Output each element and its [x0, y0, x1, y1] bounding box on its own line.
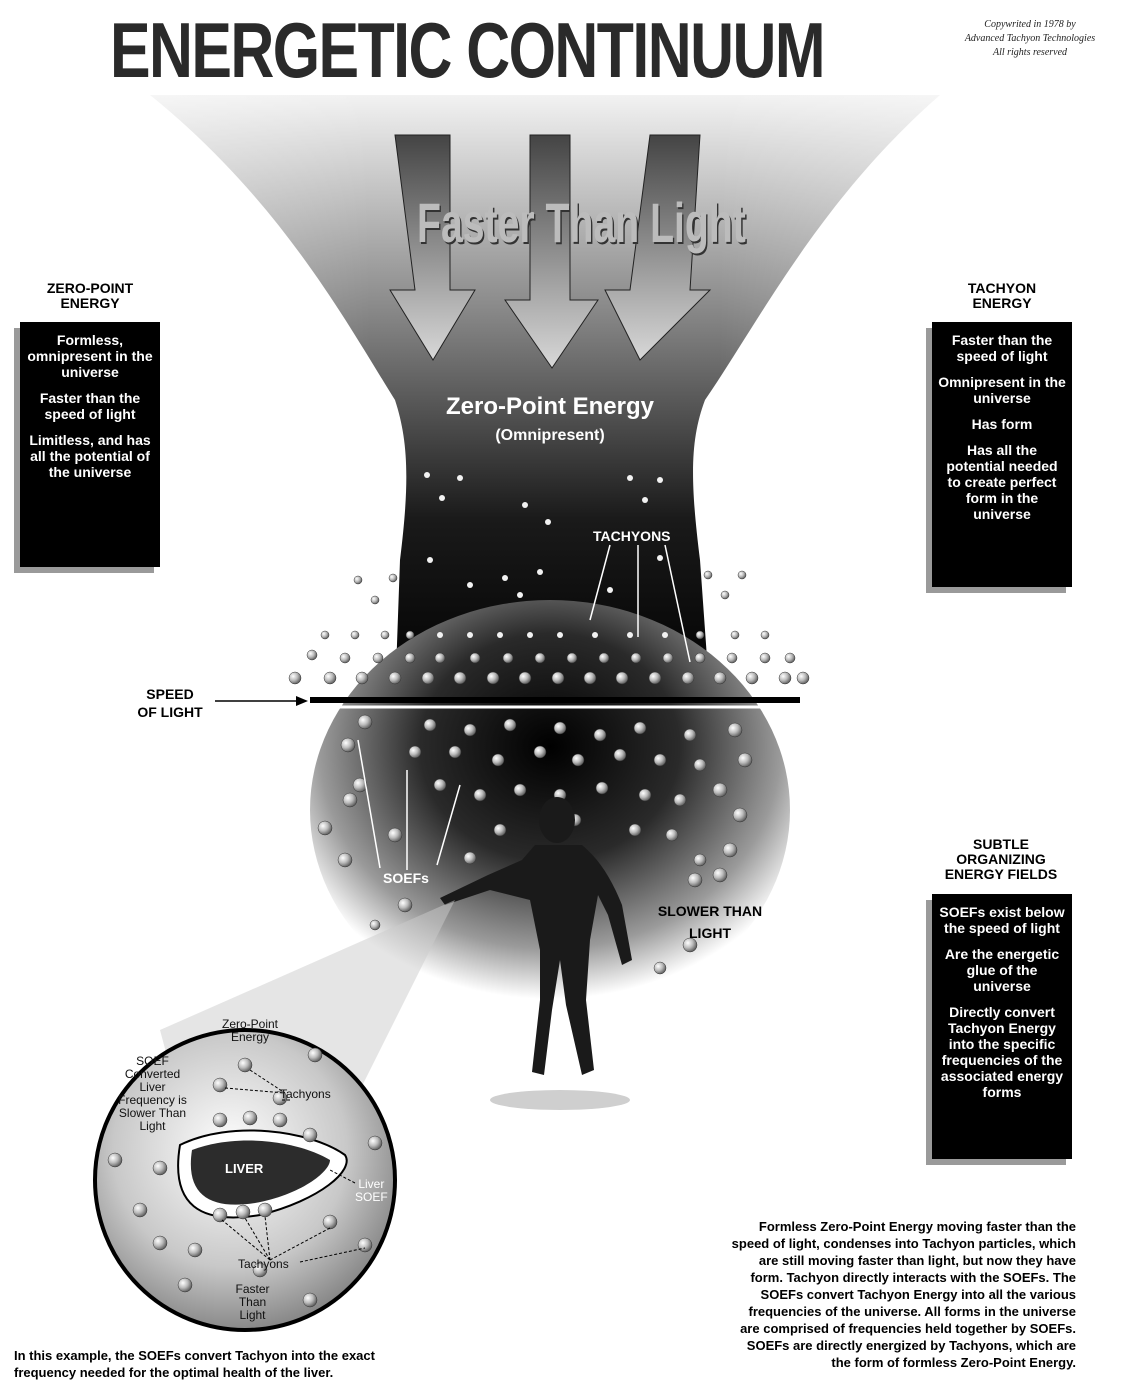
soef-heading: SUBTLE ORGANIZING ENERGY FIELDS: [926, 837, 1076, 882]
caption-line: frequency needed for the optimal health …: [14, 1364, 574, 1381]
circle-tachyons-top-label: Tachyons: [280, 1088, 331, 1101]
copyright-notice: Copywrited in 1978 by Advanced Tachyon T…: [925, 18, 1135, 60]
caption-line: SOEFs are directly energized by Tachyons…: [600, 1337, 1076, 1354]
label-line: OF LIGHT: [120, 703, 220, 721]
heading-line: TACHYON: [932, 281, 1072, 296]
copyright-line: Advanced Tachyon Technologies: [925, 32, 1135, 46]
caption-line: Formless Zero-Point Energy moving faster…: [600, 1218, 1076, 1235]
panel-paragraph: Directly convert Tachyon Energy into the…: [938, 1004, 1066, 1100]
caption-line: speed of light, condenses into Tachyon p…: [600, 1235, 1076, 1252]
caption-line: the form of formless Zero-Point Energy.: [600, 1354, 1076, 1371]
heading-line: SUBTLE: [926, 837, 1076, 852]
slower-than-light-label: SLOWER THAN LIGHT: [640, 900, 780, 944]
soef-converted-label: SOEF Converted Liver Frequency is Slower…: [105, 1055, 200, 1133]
soefs-label: SOEFs: [383, 870, 429, 886]
heading-line: ENERGY: [20, 296, 160, 311]
circle-zpe-label: Zero-Point Energy: [200, 1018, 300, 1044]
caption-line: are comprised of frequencies held togeth…: [600, 1320, 1076, 1337]
panel-paragraph: Omnipresent in the universe: [938, 374, 1066, 406]
panel-paragraph: Has all the potential needed to create p…: [938, 442, 1066, 522]
tachyon-panel: Faster than the speed of light Omniprese…: [932, 322, 1072, 587]
caption-line: form. Tachyon directly interacts with th…: [600, 1269, 1076, 1286]
tachyon-heading: TACHYON ENERGY: [932, 281, 1072, 311]
caption-line: are still moving faster than light, but …: [600, 1252, 1076, 1269]
circle-tachyons-bottom-label: Tachyons: [238, 1258, 289, 1271]
page-title: ENERGETIC CONTINUUM: [110, 5, 734, 96]
soef-panel: SOEFs exist below the speed of light Are…: [932, 894, 1072, 1159]
heading-line: ENERGY: [932, 296, 1072, 311]
label-line: SLOWER THAN: [640, 900, 780, 922]
liver-soef-label: Liver SOEF: [355, 1178, 388, 1204]
zero-point-panel: Formless, omnipresent in the universe Fa…: [20, 322, 160, 567]
panel-paragraph: Formless, omnipresent in the universe: [26, 332, 154, 380]
label-line: Light: [105, 1120, 200, 1133]
zero-point-energy-label: Zero-Point Energy: [380, 393, 720, 421]
liver-caption: In this example, the SOEFs convert Tachy…: [14, 1347, 574, 1381]
panel-paragraph: Faster than the speed of light: [938, 332, 1066, 364]
panel-paragraph: Are the energetic glue of the universe: [938, 946, 1066, 994]
label-line: Energy: [200, 1031, 300, 1044]
caption-line: In this example, the SOEFs convert Tachy…: [14, 1347, 574, 1364]
label-line: SOEF: [355, 1191, 388, 1204]
copyright-line: All rights reserved: [925, 46, 1135, 60]
label-line: Light: [225, 1309, 280, 1322]
zero-point-heading: ZERO-POINT ENERGY: [20, 281, 160, 311]
heading-line: ZERO-POINT: [20, 281, 160, 296]
figure-head: [539, 797, 575, 843]
circle-faster-label: Faster Than Light: [225, 1283, 280, 1322]
liver-label: LIVER: [225, 1162, 263, 1175]
faster-than-light-label: Faster Than Light: [417, 190, 683, 255]
omnipresent-label: (Omnipresent): [380, 427, 720, 445]
speed-of-light-label: SPEED OF LIGHT: [120, 685, 220, 721]
panel-paragraph: SOEFs exist below the speed of light: [938, 904, 1066, 936]
figure-shadow: [490, 1090, 630, 1110]
heading-line: ORGANIZING: [926, 852, 1076, 867]
tachyons-label: TACHYONS: [593, 528, 671, 544]
heading-line: ENERGY FIELDS: [926, 867, 1076, 882]
caption-line: frequencies of the universe. All forms i…: [600, 1303, 1076, 1320]
panel-paragraph: Limitless, and has all the potential of …: [26, 432, 154, 480]
copyright-line: Copywrited in 1978 by: [925, 18, 1135, 32]
summary-caption: Formless Zero-Point Energy moving faster…: [600, 1218, 1076, 1371]
label-line: SPEED: [120, 685, 220, 703]
caption-line: SOEFs convert Tachyon Energy into all th…: [600, 1286, 1076, 1303]
panel-paragraph: Faster than the speed of light: [26, 390, 154, 422]
panel-paragraph: Has form: [938, 416, 1066, 432]
label-line: LIGHT: [640, 922, 780, 944]
